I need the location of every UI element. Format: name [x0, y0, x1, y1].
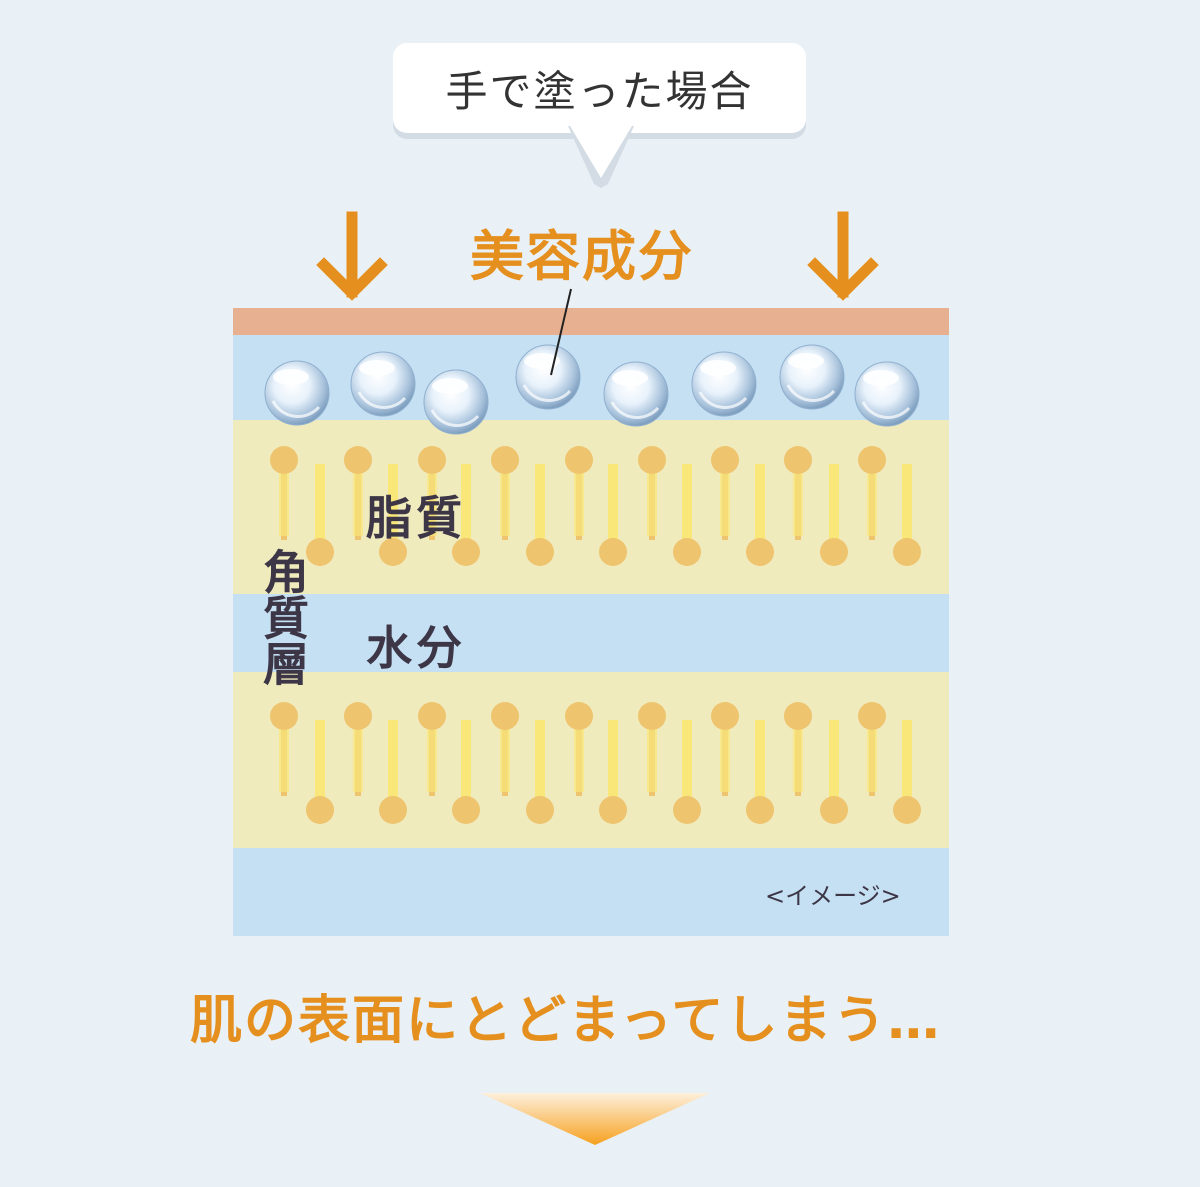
lipid-molecule-up	[599, 720, 627, 824]
skin-surface-layer	[233, 308, 949, 335]
speech-bubble-tail	[568, 126, 634, 188]
lipid-molecule-down	[344, 446, 372, 540]
droplet-icon	[423, 369, 489, 435]
water-layer-bottom	[233, 848, 949, 936]
lipid-molecule-down	[491, 702, 519, 796]
droplet-icon	[264, 360, 330, 426]
ingredient-label: 美容成分	[470, 225, 694, 288]
lipid-molecule-up	[746, 720, 774, 824]
chevron-down-icon	[480, 1093, 710, 1145]
lipid-molecule-down	[491, 446, 519, 540]
lipid-molecule-up	[820, 720, 848, 824]
arrow-down-icon	[316, 211, 388, 301]
lipid-molecule-down	[638, 702, 666, 796]
lipid-molecules	[270, 446, 921, 824]
lipid-molecule-up	[306, 720, 334, 824]
arrow-down-icon	[807, 211, 879, 301]
lipid-molecule-down	[858, 446, 886, 540]
lipid-molecule-up	[673, 720, 701, 824]
speech-bubble: 手で塗った場合	[393, 43, 806, 133]
lipid-molecule-down	[711, 446, 739, 540]
droplet-icon	[691, 351, 757, 417]
lipid-molecule-down	[638, 446, 666, 540]
lipid-molecule-up	[820, 464, 848, 566]
lipid-molecule-up	[306, 464, 334, 566]
lipid-molecule-down	[270, 702, 298, 796]
lipid-molecule-down	[784, 446, 812, 540]
lipid-molecule-down	[711, 702, 739, 796]
lipid-molecule-down	[565, 446, 593, 540]
water-layer-middle	[233, 594, 949, 672]
result-text: 肌の表面にとどまってしまう…	[190, 991, 942, 1051]
lipid-molecule-up	[379, 720, 407, 824]
speech-bubble-text: 手で塗った場合	[445, 66, 754, 116]
water-label: 水分	[366, 621, 466, 675]
ingredient-pointer-line	[550, 288, 572, 376]
lipid-molecule-down	[565, 702, 593, 796]
lipid-molecule-down	[344, 702, 372, 796]
droplet-icon	[350, 351, 416, 417]
droplet-icon	[603, 361, 669, 427]
droplet-icon	[854, 361, 920, 427]
lipid-molecule-down	[418, 446, 446, 540]
lipid-molecule-up	[893, 720, 921, 824]
lipid-molecule-down	[784, 702, 812, 796]
lipid-molecule-up	[893, 464, 921, 566]
lipid-molecule-up	[452, 464, 480, 566]
ingredient-droplets	[264, 344, 920, 435]
stratum-corneum-label: 角質層	[256, 548, 310, 686]
droplet-icon	[779, 344, 845, 410]
lipid-molecule-up	[526, 464, 554, 566]
lipid-layer-upper	[233, 420, 949, 594]
lipid-molecule-down	[270, 446, 298, 540]
image-note: <イメージ>	[765, 882, 901, 910]
lipid-molecule-up	[746, 464, 774, 566]
lipid-molecule-up	[673, 464, 701, 566]
lipid-molecule-up	[526, 720, 554, 824]
droplet-icon	[515, 344, 581, 410]
lipid-molecule-down	[418, 702, 446, 796]
lipid-label: 脂質	[366, 491, 466, 545]
lipid-molecule-up	[452, 720, 480, 824]
lipid-molecule-up	[379, 464, 407, 566]
lipid-molecule-up	[599, 464, 627, 566]
lipid-molecule-down	[858, 702, 886, 796]
